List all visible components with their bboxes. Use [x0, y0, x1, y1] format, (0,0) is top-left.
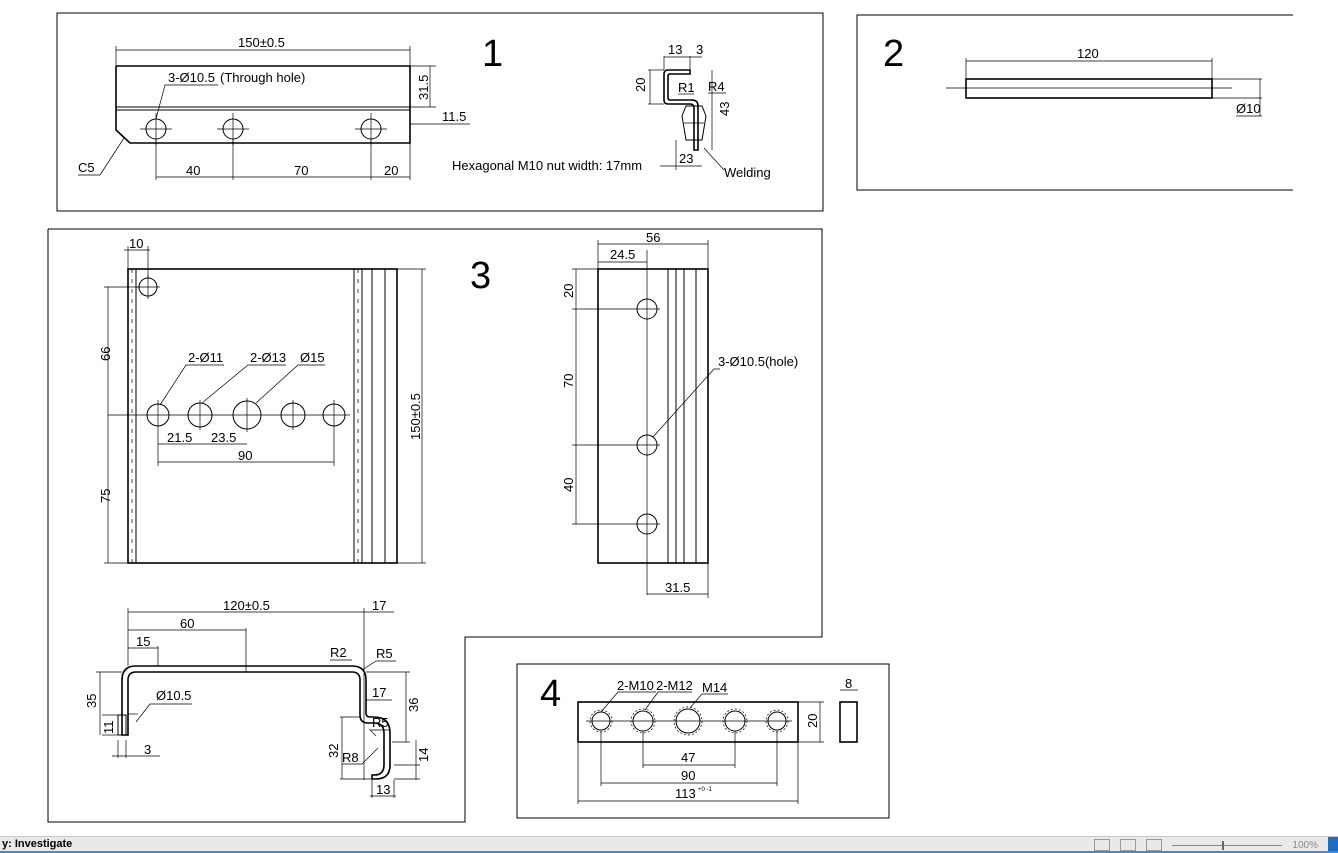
panel-2-number: 2	[883, 33, 904, 75]
panel-1: 1 150±0.5 3-Ø10.5 (Through hole) 31.5 11…	[56, 12, 824, 212]
notification-icon[interactable]	[1328, 837, 1338, 853]
panel-1-frame	[56, 12, 824, 212]
panel-4-number: 4	[540, 673, 561, 715]
dim-p4-113: 113	[675, 786, 696, 801]
dim-w13: 13	[668, 42, 682, 57]
page-layout-button[interactable]	[1120, 839, 1137, 851]
dim-m10: 2-M10	[617, 678, 654, 693]
status-bar-text: y: Investigate	[2, 838, 73, 850]
dim-b36: 36	[406, 698, 421, 712]
dim-r4: R4	[708, 79, 725, 94]
dim-br2: R2	[330, 645, 347, 660]
dim-b120: 120±0.5	[223, 598, 270, 613]
dim-v70: 70	[561, 374, 576, 388]
panel-3-number: 3	[470, 255, 491, 297]
dim-b35: 35	[84, 694, 99, 708]
dim-w56: 56	[646, 230, 660, 245]
panel-1-number: 1	[482, 33, 503, 75]
dim-br5a: R5	[376, 646, 393, 661]
dim-o15: Ø15	[300, 350, 325, 365]
dim-w23: 23	[679, 151, 693, 166]
dim-p4-90: 90	[681, 768, 695, 783]
dim-p4-h20: 20	[805, 714, 820, 728]
dim-p3-10: 10	[129, 236, 143, 251]
dim-23-5: 23.5	[211, 430, 236, 445]
dim-t8: 8	[845, 676, 852, 691]
dim-v20: 20	[561, 284, 576, 298]
dim-b15: 15	[136, 634, 150, 649]
dim-b3: 3	[144, 742, 151, 757]
plate-side	[597, 268, 709, 564]
dim-br5b: R5	[372, 715, 389, 730]
dim-rod-length: 120	[1077, 46, 1099, 61]
dim-holes: 3-Ø10.5	[168, 70, 215, 85]
dim-h43: 43	[717, 102, 732, 116]
dim-20: 20	[384, 163, 398, 178]
dim-m14: M14	[702, 680, 727, 695]
dim-rod-dia: Ø10	[1236, 101, 1261, 116]
panel-3: 3 10 66 75 150±0.5 2-Ø11 2-Ø13	[47, 228, 823, 823]
dim-chamfer: C5	[78, 160, 95, 175]
hex-nut-shape	[681, 105, 707, 141]
plate-front	[127, 268, 398, 564]
panel-2: 2 120 Ø10	[856, 14, 1293, 191]
panel-2-frame	[856, 14, 1293, 191]
dim-2o11: 2-Ø11	[188, 350, 223, 365]
dim-t3: 3	[696, 42, 703, 57]
dim-b17a: 17	[372, 598, 386, 613]
dim-height: 31.5	[416, 75, 431, 100]
dim-b32: 32	[326, 744, 341, 758]
panel-4-frame	[516, 663, 890, 819]
bar-shape	[577, 701, 799, 743]
panel-4: 4 2-M10 2-M12 M14 20 8 47 90 113 +0 -1	[516, 663, 890, 819]
dim-br8: R8	[342, 750, 359, 765]
dim-p4-tolerance: +0 -1	[698, 787, 713, 793]
dim-b11: 11	[101, 721, 116, 735]
panel-3-frame	[47, 228, 823, 823]
dim-r1: R1	[678, 80, 695, 95]
dim-b60: 60	[180, 616, 194, 631]
rod-shape	[965, 78, 1213, 99]
dim-v40: 40	[561, 478, 576, 492]
dim-flange: 11.5	[442, 109, 466, 124]
dim-p3-75: 75	[98, 489, 113, 503]
dim-70: 70	[294, 163, 308, 178]
dim-length: 150±0.5	[238, 35, 285, 50]
nut-note: Hexagonal M10 nut width: 17mm	[452, 158, 642, 173]
dim-40: 40	[186, 163, 200, 178]
dim-2o13: 2-Ø13	[250, 350, 286, 365]
dim-21-5: 21.5	[167, 430, 192, 445]
zoom-slider[interactable]	[1172, 840, 1283, 850]
zoom-slider-knob[interactable]	[1222, 840, 1225, 850]
dim-w24-5: 24.5	[610, 247, 635, 262]
dim-bo10-5: Ø10.5	[156, 688, 191, 703]
normal-view-button[interactable]	[1094, 839, 1111, 851]
dim-p3-66: 66	[98, 347, 113, 361]
dim-b17b: 17	[372, 685, 386, 700]
dim-p4-47: 47	[681, 750, 695, 765]
zoom-level[interactable]: 100%	[1292, 839, 1318, 851]
dim-p3-90: 90	[238, 448, 252, 463]
welding-note: Welding	[724, 165, 771, 180]
bar-end-view	[839, 701, 858, 743]
dim-b13: 13	[376, 782, 390, 797]
dim-m12: 2-M12	[656, 678, 693, 693]
dim-h20: 20	[633, 78, 648, 92]
dim-holes-note: (Through hole)	[220, 70, 305, 85]
page-break-button[interactable]	[1146, 839, 1163, 851]
dim-w31-5: 31.5	[665, 580, 690, 595]
dim-3holes: 3-Ø10.5(hole)	[718, 354, 798, 369]
status-bar-right: 100%	[1094, 837, 1338, 853]
status-bar: y: Investigate 100%	[0, 836, 1338, 853]
dim-p3-150: 150±0.5	[408, 393, 423, 440]
dim-b14: 14	[416, 748, 431, 762]
